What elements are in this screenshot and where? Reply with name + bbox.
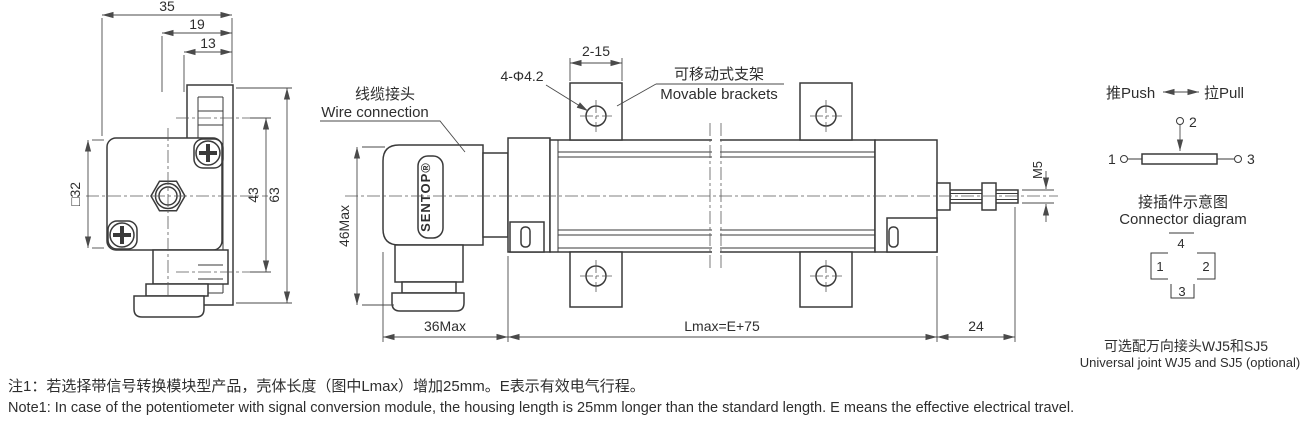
pin-1-label: 1	[1156, 259, 1163, 274]
note-en: Note1: In case of the potentiometer with…	[8, 400, 1074, 416]
dim-13: 13	[183, 35, 232, 92]
label-movable-brackets: 可移动式支架 Movable brackets	[616, 66, 784, 107]
dim-13-label: 13	[200, 35, 216, 51]
label-wire-connection: 线缆接头 Wire connection	[320, 86, 466, 153]
front-view: SENTOP®	[320, 43, 1058, 342]
cable-connector	[391, 244, 465, 312]
push-label: 推Push	[1106, 85, 1155, 102]
wire-connection-en: Wire connection	[321, 104, 429, 121]
movable-brackets-zh: 可移动式支架	[674, 66, 764, 83]
brand-plate: SENTOP®	[417, 155, 444, 239]
dim-46max-label: 46Max	[336, 205, 352, 247]
dim-19-label: 19	[189, 16, 205, 32]
footnotes: 注1：若选择带信号转换模块型产品，壳体长度（图中Lmax）增加25mm。E表示有…	[8, 378, 1074, 416]
movable-brackets-en: Movable brackets	[660, 86, 778, 103]
bracket-top-right	[799, 82, 853, 141]
shaft	[936, 182, 1019, 211]
dim-24-label: 24	[968, 318, 984, 334]
potentiometer-schematic: 2 1 3	[1108, 114, 1255, 167]
pin-layout: 4 1 2 3	[1150, 232, 1216, 299]
push-pull: 推Push 拉Pull	[1106, 85, 1244, 102]
dim-24: 24	[937, 207, 1016, 342]
connector-title-zh: 接插件示意图	[1138, 193, 1228, 211]
bracket-top-left	[569, 82, 623, 141]
dim-35: 35	[101, 0, 233, 136]
dim-19: 19	[161, 16, 232, 92]
label-holes: 4-Φ4.2	[500, 68, 589, 112]
wire-connection-zh: 线缆接头	[355, 86, 415, 103]
connector-panel: 推Push 拉Pull 2 1 3 接插件示意图 Connector diagr…	[1080, 85, 1300, 370]
pull-label: 拉Pull	[1204, 85, 1244, 102]
screw-top-right	[193, 138, 224, 169]
left-clamp	[509, 221, 545, 253]
dim-63: 63	[236, 87, 292, 304]
brand-label: SENTOP®	[418, 162, 433, 232]
bracket-bottom-left	[569, 251, 623, 308]
terminal-2-label: 2	[1189, 114, 1197, 130]
dim-43-label: 43	[245, 187, 261, 203]
screw-bottom-left	[107, 220, 138, 250]
dim-2-15: 2-15	[569, 43, 623, 81]
dim-lmax-label: Lmax=E+75	[684, 318, 760, 334]
terminal-1-label: 1	[1108, 151, 1116, 167]
pin-4-label: 4	[1177, 236, 1184, 251]
dim-lmax: Lmax=E+75	[508, 256, 938, 342]
dim-43: 43	[245, 117, 271, 273]
side-cable-connector	[133, 249, 229, 318]
optional-en: Universal joint WJ5 and SJ5 (optional)	[1080, 355, 1300, 370]
dim-35-label: 35	[159, 0, 175, 14]
dim-36max: 36Max	[382, 252, 509, 342]
dim-m5: M5	[1022, 161, 1054, 222]
side-centerlines	[86, 117, 268, 298]
dim-32-label: □32	[67, 182, 83, 206]
dim-63-label: 63	[266, 187, 282, 203]
housing	[382, 144, 484, 246]
pin-2-label: 2	[1202, 259, 1209, 274]
dim-46max: 46Max	[336, 146, 394, 306]
optional-zh: 可选配万向接头WJ5和SJ5	[1104, 338, 1268, 354]
bracket-bottom-right	[799, 251, 853, 308]
connector-title-en: Connector diagram	[1119, 211, 1247, 228]
dim-32: □32	[67, 139, 104, 249]
note-zh: 注1：若选择带信号转换模块型产品，壳体长度（图中Lmax）增加25mm。E表示有…	[8, 378, 645, 395]
side-view: 35 19 13 □32 43	[67, 0, 292, 318]
terminal-3-label: 3	[1247, 151, 1255, 167]
dim-m5-label: M5	[1030, 161, 1045, 179]
pin-3-label: 3	[1178, 284, 1185, 299]
holes-label: 4-Φ4.2	[500, 68, 543, 84]
adapter	[482, 152, 509, 238]
dim-36max-label: 36Max	[424, 318, 466, 334]
dim-2-15-label: 2-15	[582, 43, 610, 59]
side-thread-marks	[198, 110, 223, 280]
